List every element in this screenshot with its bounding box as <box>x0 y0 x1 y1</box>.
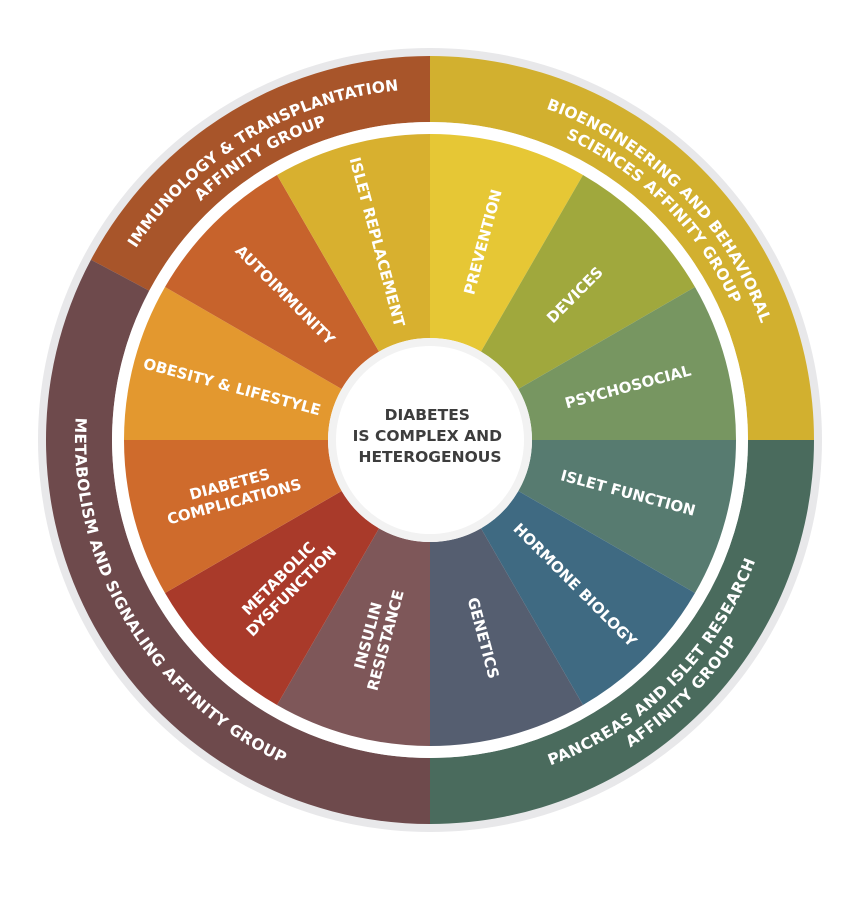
segment-wedge-islet-replacement <box>277 134 430 352</box>
segment-wedge-autoimmunity <box>165 175 379 389</box>
segment-wedge-metabolic-dysfunction <box>165 491 379 705</box>
topic-segment-ring <box>124 134 736 746</box>
segment-wedge-islet-function <box>518 440 736 593</box>
group-wedge-bioengineering <box>430 56 814 440</box>
segment-wedge-psychosocial <box>518 287 736 440</box>
center-title-line-3: HETEROGENOUS <box>358 448 501 466</box>
segment-wedge-hormone-biology <box>481 491 695 705</box>
group-wedge-metabolism <box>46 259 431 825</box>
group-wedge-immunology <box>90 56 430 291</box>
group-wedge-pancreas <box>430 440 814 824</box>
segment-wedge-prevention <box>430 134 583 352</box>
center-circle <box>336 346 524 534</box>
segment-wedge-obesity-lifestyle <box>124 287 342 440</box>
affinity-group-ring <box>46 56 814 825</box>
center-title: DIABETES IS COMPLEX AND HETEROGENOUS <box>353 406 508 466</box>
center-title-line-2: IS COMPLEX AND <box>353 427 502 445</box>
segment-wedge-genetics <box>430 528 583 746</box>
segment-wedge-devices <box>481 175 695 389</box>
segment-wedge-diabetes-complications <box>124 440 342 593</box>
segment-wedge-insulin-resistance <box>277 528 430 746</box>
center-title-line-1: DIABETES <box>385 406 470 424</box>
